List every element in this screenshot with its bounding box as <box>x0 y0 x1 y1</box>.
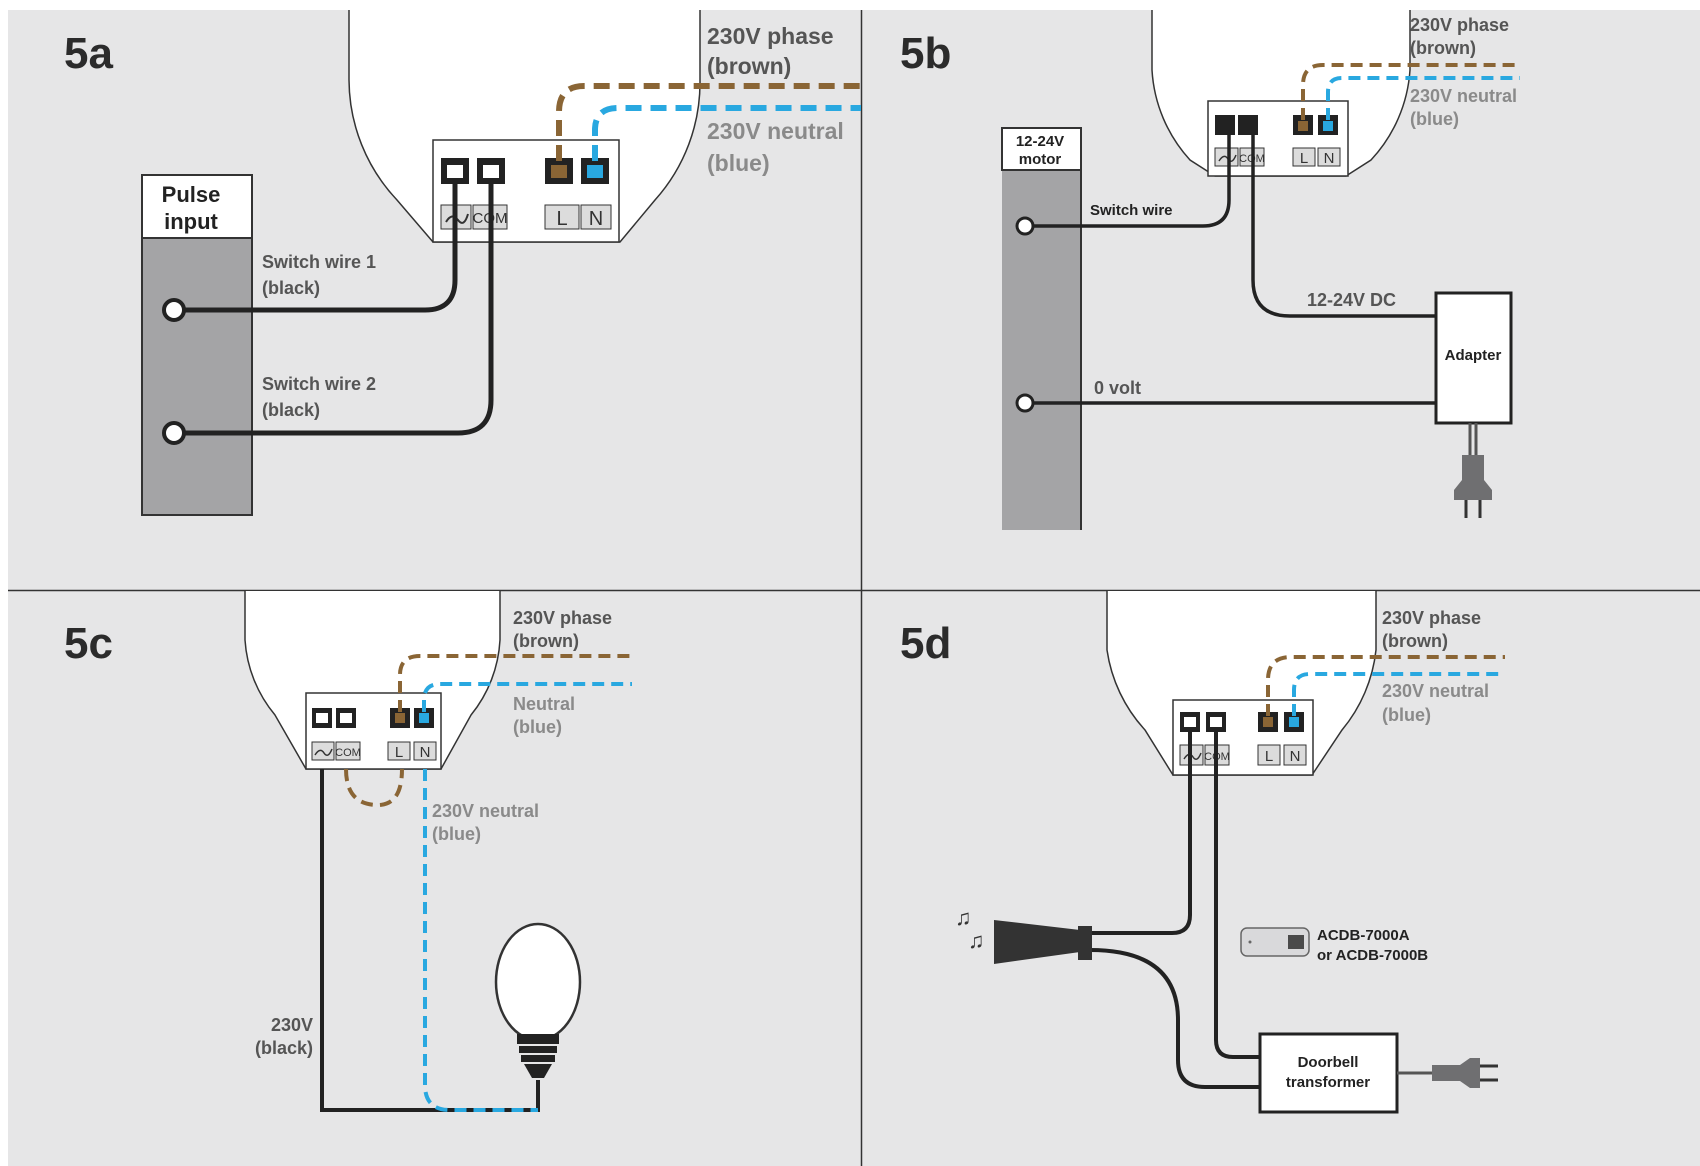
plug-icon <box>1454 455 1492 500</box>
switch-wire-1-label-2: (black) <box>262 278 320 298</box>
com-wire-to-transformer <box>1214 732 1260 1059</box>
input-terminal-1 <box>162 298 186 322</box>
switch-wire <box>1025 135 1231 228</box>
terminal-l-label: L <box>1265 748 1273 765</box>
switch-symbol-icon <box>445 213 469 224</box>
neutral-wire-blue <box>422 682 632 712</box>
pulse-input-label-1: Pulse <box>162 182 221 207</box>
switch-wire-1-label-1: Switch wire 1 <box>262 252 376 272</box>
panel-label-5c: 5c <box>64 619 113 668</box>
doorbell-transformer-box <box>1258 1032 1399 1114</box>
phase-wire-brown <box>398 654 632 712</box>
switch-wire-2-label-1: Switch wire 2 <box>262 374 376 394</box>
dc-label: 12-24V DC <box>1307 290 1396 310</box>
plug-icon <box>1432 1058 1480 1088</box>
light-bulb-icon <box>494 922 582 1042</box>
terminal-l-label: L <box>395 744 403 761</box>
panel-5a: COM L N Pulse input 5a 230V phase (brown… <box>64 10 861 516</box>
terminal-l-label: L <box>556 208 567 230</box>
neutral-label-2: (blue) <box>707 150 770 176</box>
neutral-wire-blue <box>592 105 861 161</box>
switch-wire-2 <box>174 184 494 436</box>
panel-label-5a: 5a <box>64 29 113 78</box>
terminal-l-label: L <box>1300 150 1308 167</box>
neutral-top-label-2: (blue) <box>513 717 562 737</box>
motor-label-1: 12-24V <box>1016 133 1064 150</box>
panel-5b: COM L N 12-24V motor Adapter 5b 230V pha… <box>900 10 1520 530</box>
live-wire-black <box>320 769 540 1112</box>
pulse-input-label-2: input <box>164 209 218 234</box>
pulse-input-device <box>141 237 253 516</box>
neutral-label-2: (blue) <box>1382 705 1431 725</box>
live-label-2: (black) <box>255 1038 313 1058</box>
phase-label-1: 230V phase <box>1382 608 1481 628</box>
bridge-wire-brown <box>344 768 404 808</box>
music-note-icon-1: ♫ <box>955 905 972 930</box>
neutral-bottom-label-2: (blue) <box>432 824 481 844</box>
switch-wire-2-label-2: (black) <box>262 400 320 420</box>
terminal-n-label: N <box>589 208 603 230</box>
adapter-box <box>1434 291 1513 425</box>
phase-label-2: (brown) <box>513 631 579 651</box>
transformer-label-1: Doorbell <box>1298 1054 1359 1071</box>
phase-label-2: (brown) <box>707 53 791 79</box>
neutral-wire-blue <box>1292 672 1505 716</box>
phase-label-1: 230V phase <box>1410 15 1509 35</box>
neutral-wire-blue <box>1326 76 1520 120</box>
switch-symbol-icon <box>1183 752 1202 760</box>
bell-horn-icon <box>994 920 1080 964</box>
neutral-label-1: 230V neutral <box>707 118 844 144</box>
motor-terminal-2 <box>1015 393 1035 413</box>
input-terminal-2 <box>162 421 186 445</box>
switch-wire-1 <box>174 184 458 313</box>
acdb-label-2: or ACDB-7000B <box>1317 947 1428 964</box>
neutral-label-1: 230V neutral <box>1410 86 1517 106</box>
neutral-top-label-1: Neutral <box>513 694 575 714</box>
live-label-1: 230V <box>271 1015 313 1035</box>
terminal-com-label: COM <box>335 747 361 759</box>
phase-label-1: 230V phase <box>707 23 834 49</box>
panel-label-5b: 5b <box>900 29 951 78</box>
phase-label-2: (brown) <box>1382 631 1448 651</box>
panel-5d: COM L N ♫ ♫ ACDB-7000A or ACDB-7000B Doo… <box>900 591 1505 1114</box>
motor-terminal-1 <box>1015 216 1035 236</box>
phase-wire-brown <box>1301 63 1520 120</box>
switch-symbol-icon <box>314 748 333 756</box>
music-note-icon-2: ♫ <box>968 928 985 953</box>
neutral-bottom-label-1: 230V neutral <box>432 801 539 821</box>
motor-label-2: motor <box>1019 151 1062 168</box>
transformer-label-2: transformer <box>1286 1074 1370 1091</box>
phase-wire-brown <box>556 83 861 161</box>
motor-device <box>1002 170 1081 530</box>
neutral-label-2: (blue) <box>1410 109 1459 129</box>
zero-volt-label: 0 volt <box>1094 378 1141 398</box>
neutral-label-1: 230V neutral <box>1382 681 1489 701</box>
switch-wire-to-bell <box>1090 732 1192 935</box>
phase-label-2: (brown) <box>1410 38 1476 58</box>
switch-wire-label: Switch wire <box>1090 202 1173 219</box>
panel-5c: COM L N 5c 230V phase (brown) Neutral (b… <box>64 591 632 1112</box>
terminal-n-label: N <box>1290 748 1301 765</box>
phase-label-1: 230V phase <box>513 608 612 628</box>
bell-wire-to-transformer <box>1089 948 1260 1089</box>
acdb-label-1: ACDB-7000A <box>1317 927 1410 944</box>
dc-wire <box>1251 135 1436 318</box>
terminal-n-label: N <box>420 744 431 761</box>
panel-label-5d: 5d <box>900 619 951 668</box>
adapter-label: Adapter <box>1445 347 1502 364</box>
terminal-n-label: N <box>1324 150 1335 167</box>
